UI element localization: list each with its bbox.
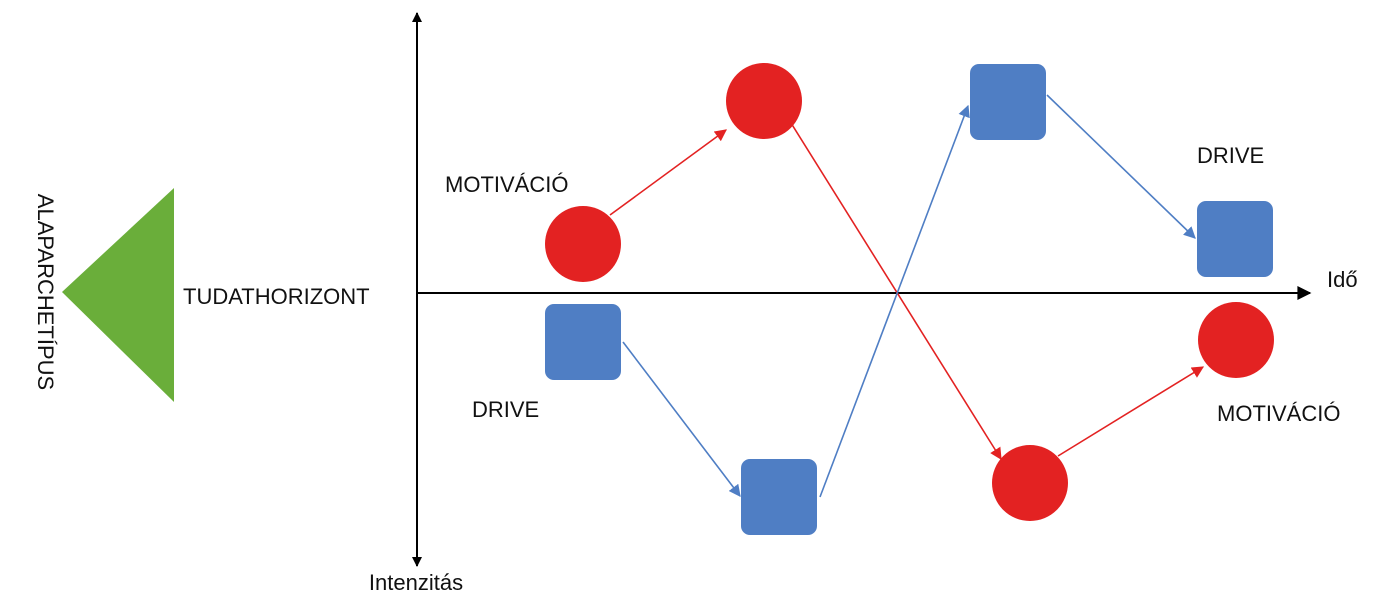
archetype-triangle xyxy=(62,188,174,402)
horizon-label: TUDATHORIZONT xyxy=(183,284,370,309)
motivation-circle-1 xyxy=(545,206,621,282)
drive-arrow-3 xyxy=(1046,94,1196,239)
motivation-arrow-3 xyxy=(1057,366,1205,457)
drive-label-top-right: DRIVE xyxy=(1197,143,1264,168)
motivation-circle-3 xyxy=(992,445,1068,521)
motivation-circle-2 xyxy=(726,63,802,139)
drive-square-2 xyxy=(741,459,817,535)
drive-label-bottom: DRIVE xyxy=(472,397,539,422)
motivation-arrow-2 xyxy=(790,122,1002,461)
x-axis-label: Idő xyxy=(1327,267,1358,292)
drive-square-3 xyxy=(970,64,1046,140)
drive-arrow-2 xyxy=(819,104,970,498)
drive-arrow-1 xyxy=(622,341,741,497)
drive-square-1 xyxy=(545,304,621,380)
archetype-label: ALAPARCHETÍPUS xyxy=(33,194,58,390)
y-axis-label: Intenzitás xyxy=(369,570,463,595)
motivation-label-top: MOTIVÁCIÓ xyxy=(445,172,568,197)
motivation-label-bottom-right: MOTIVÁCIÓ xyxy=(1217,401,1340,426)
motivation-circle-4 xyxy=(1198,302,1274,378)
drive-square-4 xyxy=(1197,201,1273,277)
motivation-arrow-1 xyxy=(609,129,727,216)
